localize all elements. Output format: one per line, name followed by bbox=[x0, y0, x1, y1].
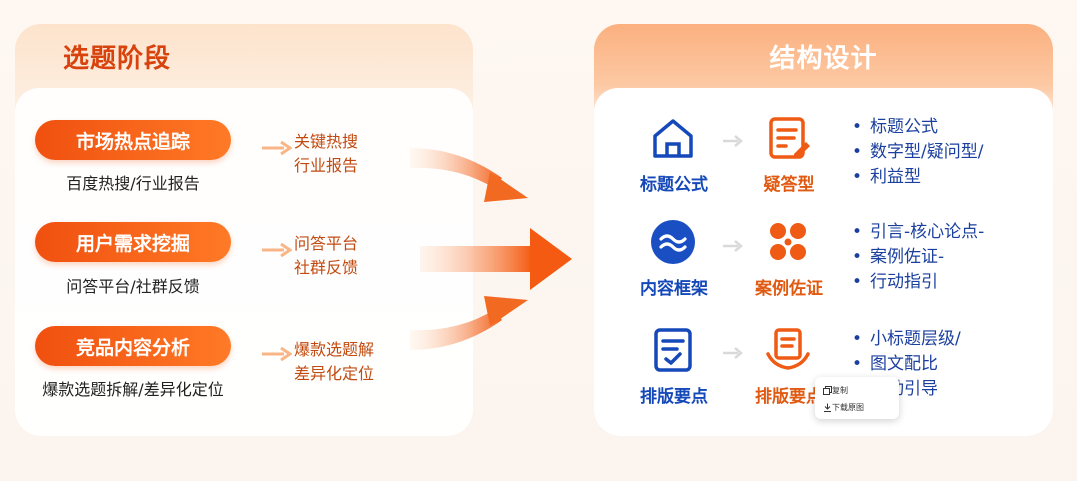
center-arrow-shape bbox=[420, 228, 572, 290]
bullet-item: 数字型/疑问型/ bbox=[852, 140, 983, 165]
bullet-item: 利益型 bbox=[852, 165, 984, 190]
document-edit-icon bbox=[769, 117, 810, 159]
bullet-item: 标题公式 bbox=[852, 115, 984, 140]
arrow-right-icon bbox=[723, 347, 743, 359]
copy-icon bbox=[823, 385, 832, 395]
wave-icon bbox=[651, 220, 695, 264]
source-item: 问答平台 bbox=[294, 234, 359, 253]
bullet-item: 案例佐证- bbox=[852, 245, 984, 270]
bullet-list: 标题公式 数字型/疑问型/ 利益型 bbox=[852, 115, 984, 190]
copy-menu-item[interactable]: 复制 bbox=[823, 383, 848, 397]
panel-title: 选题阶段 bbox=[63, 44, 172, 74]
arrow-right-icon bbox=[262, 141, 292, 155]
menu-item-label: 复制 bbox=[832, 385, 848, 395]
checklist-icon bbox=[654, 328, 692, 372]
panel-title: 结构设计 bbox=[769, 44, 878, 74]
source-item: 爆款选题解 bbox=[294, 340, 375, 359]
bullet-item: 行动指引 bbox=[852, 270, 984, 295]
step-pill: 用户需求挖掘 bbox=[35, 222, 231, 262]
context-menu: 复制 下载原图 bbox=[815, 377, 899, 419]
bullet-list: 引言-核心论点- 案例佐证- 行动指引 bbox=[852, 220, 984, 295]
source-item: 关键热搜 bbox=[294, 132, 359, 151]
cluster-icon bbox=[770, 223, 806, 260]
step-subtitle: 百度热搜/行业报告 bbox=[66, 174, 200, 193]
download-icon bbox=[824, 403, 831, 412]
source-item: 差异化定位 bbox=[294, 364, 375, 383]
handout-icon bbox=[766, 328, 810, 370]
source-list: 关键热搜 行业报告 bbox=[294, 130, 358, 178]
step-subtitle: 问答平台/社群反馈 bbox=[66, 277, 200, 296]
design-label: 案例佐证 bbox=[755, 279, 823, 299]
design-label: 标题公式 bbox=[640, 175, 708, 195]
source-item: 行业报告 bbox=[294, 156, 359, 175]
source-list: 问答平台 社群反馈 bbox=[294, 232, 358, 280]
design-label: 排版要点 bbox=[755, 387, 823, 407]
lower-arrow-shape bbox=[410, 296, 528, 350]
source-item: 社群反馈 bbox=[294, 258, 359, 277]
arrow-right-icon bbox=[723, 240, 743, 252]
step-subtitle: 爆款选题拆解/差异化定位 bbox=[42, 380, 224, 399]
design-label: 疑答型 bbox=[763, 175, 815, 195]
bullet-item: 小标题层级/ bbox=[852, 327, 961, 352]
step-pill: 市场热点追踪 bbox=[35, 120, 231, 160]
menu-item-label: 下载原图 bbox=[832, 402, 864, 412]
design-label: 内容框架 bbox=[640, 279, 708, 299]
flow-arrows bbox=[410, 148, 572, 350]
arrow-right-icon bbox=[262, 243, 292, 257]
upper-arrow-shape bbox=[410, 148, 528, 202]
home-icon bbox=[653, 119, 693, 158]
arrow-right-icon bbox=[262, 347, 292, 361]
design-label: 排版要点 bbox=[640, 387, 708, 407]
download-menu-item[interactable]: 下载原图 bbox=[823, 400, 864, 414]
bullet-item: 图文配比 bbox=[852, 352, 961, 377]
bullet-item: 引言-核心论点- bbox=[852, 220, 984, 245]
source-list: 爆款选题解 差异化定位 bbox=[294, 338, 374, 386]
arrow-right-icon bbox=[723, 135, 743, 147]
step-pill: 竞品内容分析 bbox=[35, 326, 231, 366]
